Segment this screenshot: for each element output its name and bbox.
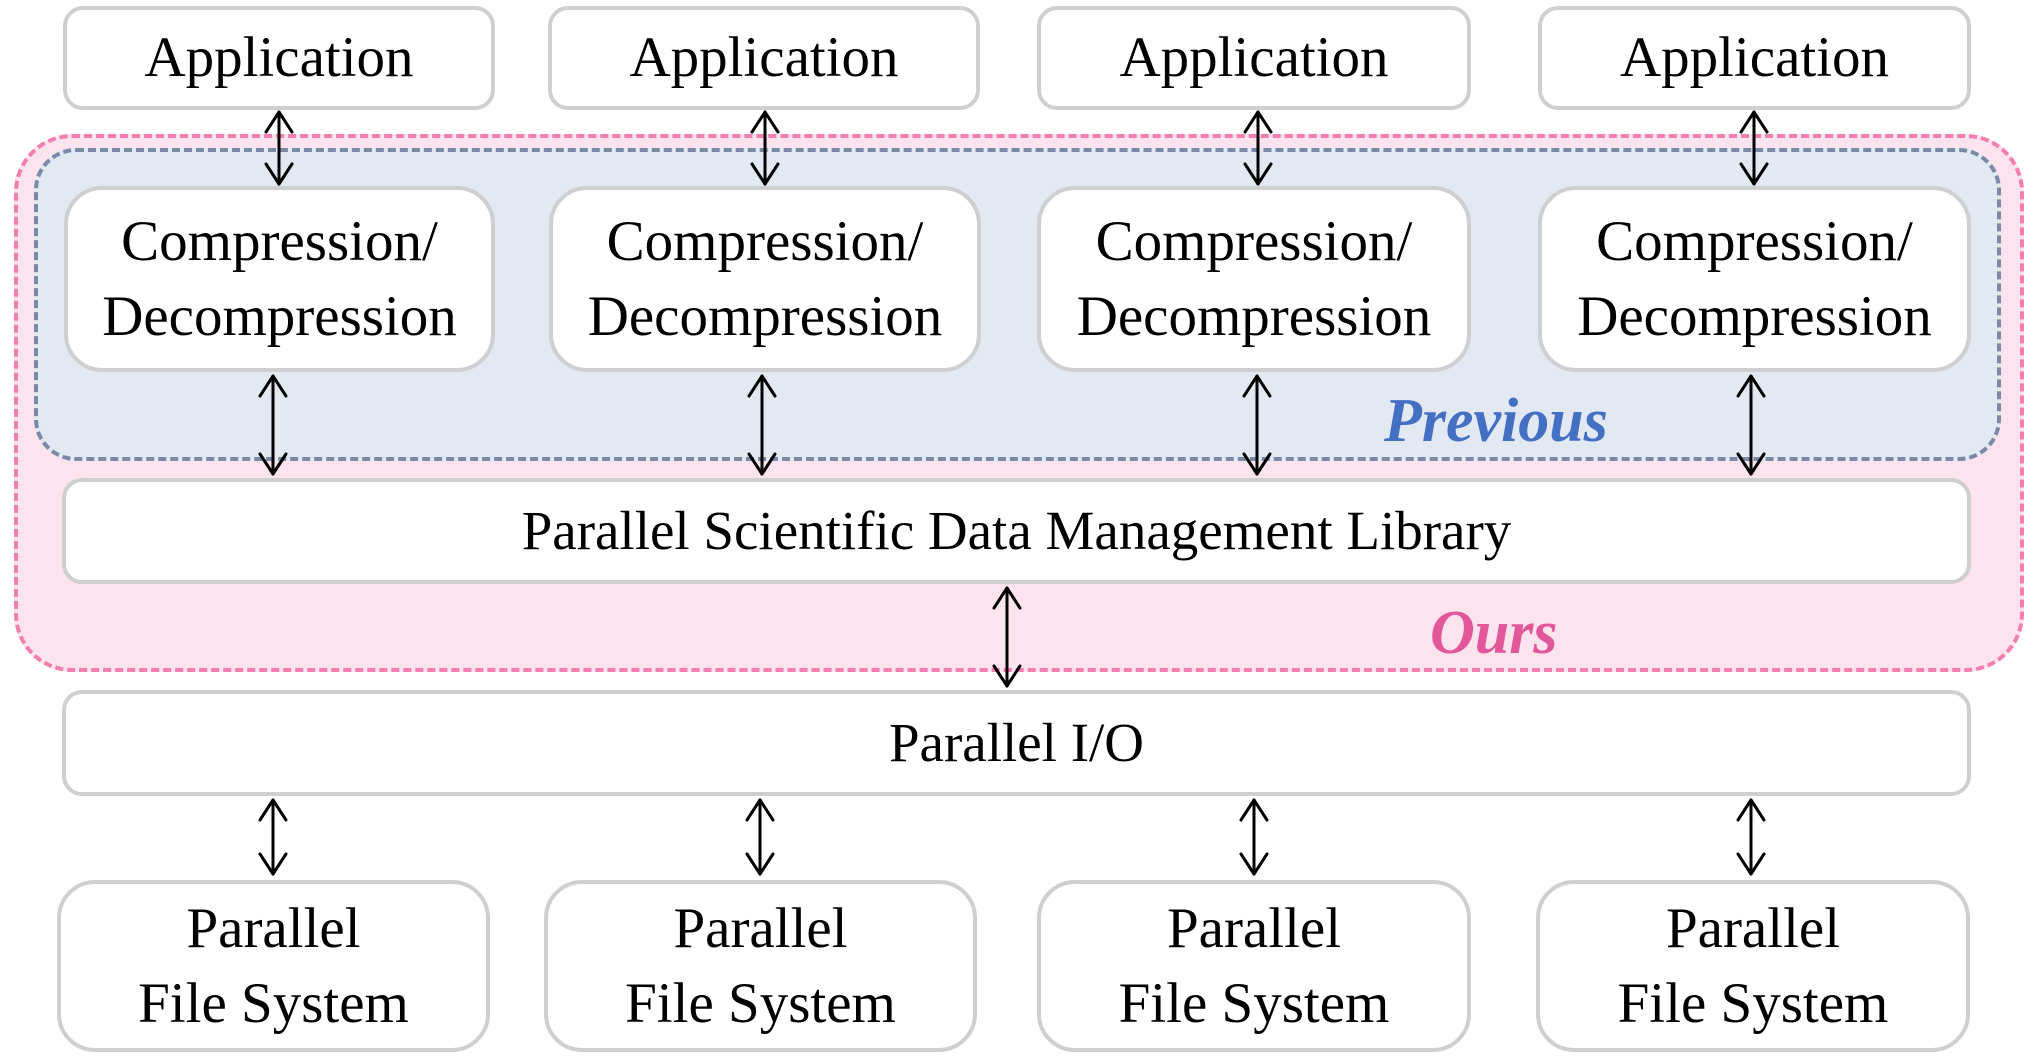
application-box: Application (548, 6, 980, 110)
compression-box: Compression/Decompression (1538, 186, 1971, 372)
compression-line: Compression/ (1095, 209, 1413, 273)
double-arrow-icon (1736, 798, 1766, 876)
compression-line: Compression/ (121, 209, 438, 273)
application-label: Application (1119, 26, 1389, 90)
pfs-line-2: File System (1617, 972, 1889, 1035)
previous-label: Previous (1384, 387, 1608, 455)
compression-line: Compression/ (606, 209, 924, 273)
pfs-line-1: Parallel (186, 896, 361, 960)
application-box: Application (63, 6, 495, 110)
double-arrow-icon (258, 798, 288, 876)
decompression-line: Decompression (102, 285, 457, 348)
pfs-line-1: Parallel (1665, 896, 1841, 960)
decompression-line: Decompression (587, 285, 943, 348)
pfs-line-1: Parallel (673, 896, 848, 960)
application-label: Application (144, 26, 414, 90)
ours-label: Ours (1430, 599, 1558, 667)
pfs-line-1: Parallel (1166, 896, 1342, 960)
compression-box: Compression/Decompression (64, 186, 495, 372)
parallel-io-box: Parallel I/O (62, 690, 1971, 796)
application-box: Application (1037, 6, 1471, 110)
parallel-io-label: Parallel I/O (888, 711, 1145, 773)
library-label: Parallel Scientific Data Management Libr… (521, 499, 1512, 561)
double-arrow-icon (1239, 798, 1269, 876)
compression-box: Compression/Decompression (549, 186, 981, 372)
decompression-line: Decompression (1076, 285, 1432, 348)
compression-line: Compression/ (1596, 209, 1913, 273)
pfs-line-2: File System (1118, 972, 1390, 1035)
application-label: Application (1619, 26, 1890, 90)
compression-box: Compression/Decompression (1037, 186, 1471, 372)
application-box: Application (1538, 6, 1971, 110)
application-label: Application (629, 26, 899, 90)
pfs-line-2: File System (138, 972, 409, 1035)
double-arrow-icon (745, 798, 775, 876)
library-box: Parallel Scientific Data Management Libr… (62, 478, 1971, 584)
pfs-line-2: File System (625, 972, 896, 1035)
decompression-line: Decompression (1577, 285, 1932, 348)
